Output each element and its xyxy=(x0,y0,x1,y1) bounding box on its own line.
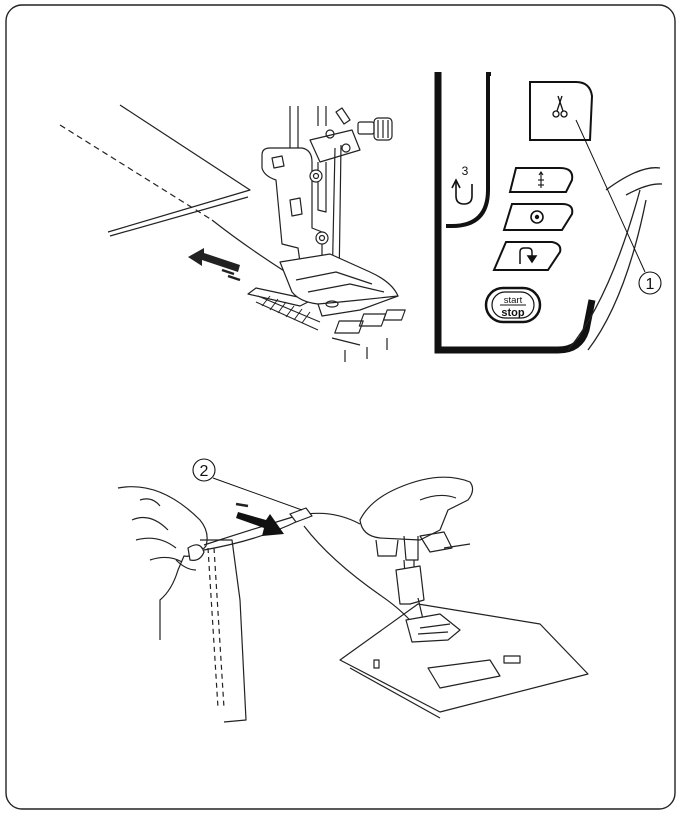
start-label: start xyxy=(504,295,523,306)
callout-1-number: 1 xyxy=(646,276,655,293)
thread-cutter-button[interactable] xyxy=(530,82,592,140)
start-stop-button[interactable]: start stop xyxy=(486,288,540,322)
presser-foot-illustration xyxy=(60,105,405,362)
stop-label: stop xyxy=(501,307,525,319)
direction-arrow xyxy=(188,248,240,272)
callout-1: 1 xyxy=(576,120,661,294)
callout-2: 2 xyxy=(193,459,302,510)
needle-up-down-button[interactable] xyxy=(510,168,572,192)
reverse-button[interactable] xyxy=(494,242,560,270)
thread-cutting-illustration xyxy=(118,477,588,722)
lock-stitch-button[interactable] xyxy=(504,204,572,230)
reverse-count-label: 3 xyxy=(462,164,469,178)
callout-2-number: 2 xyxy=(200,463,209,480)
